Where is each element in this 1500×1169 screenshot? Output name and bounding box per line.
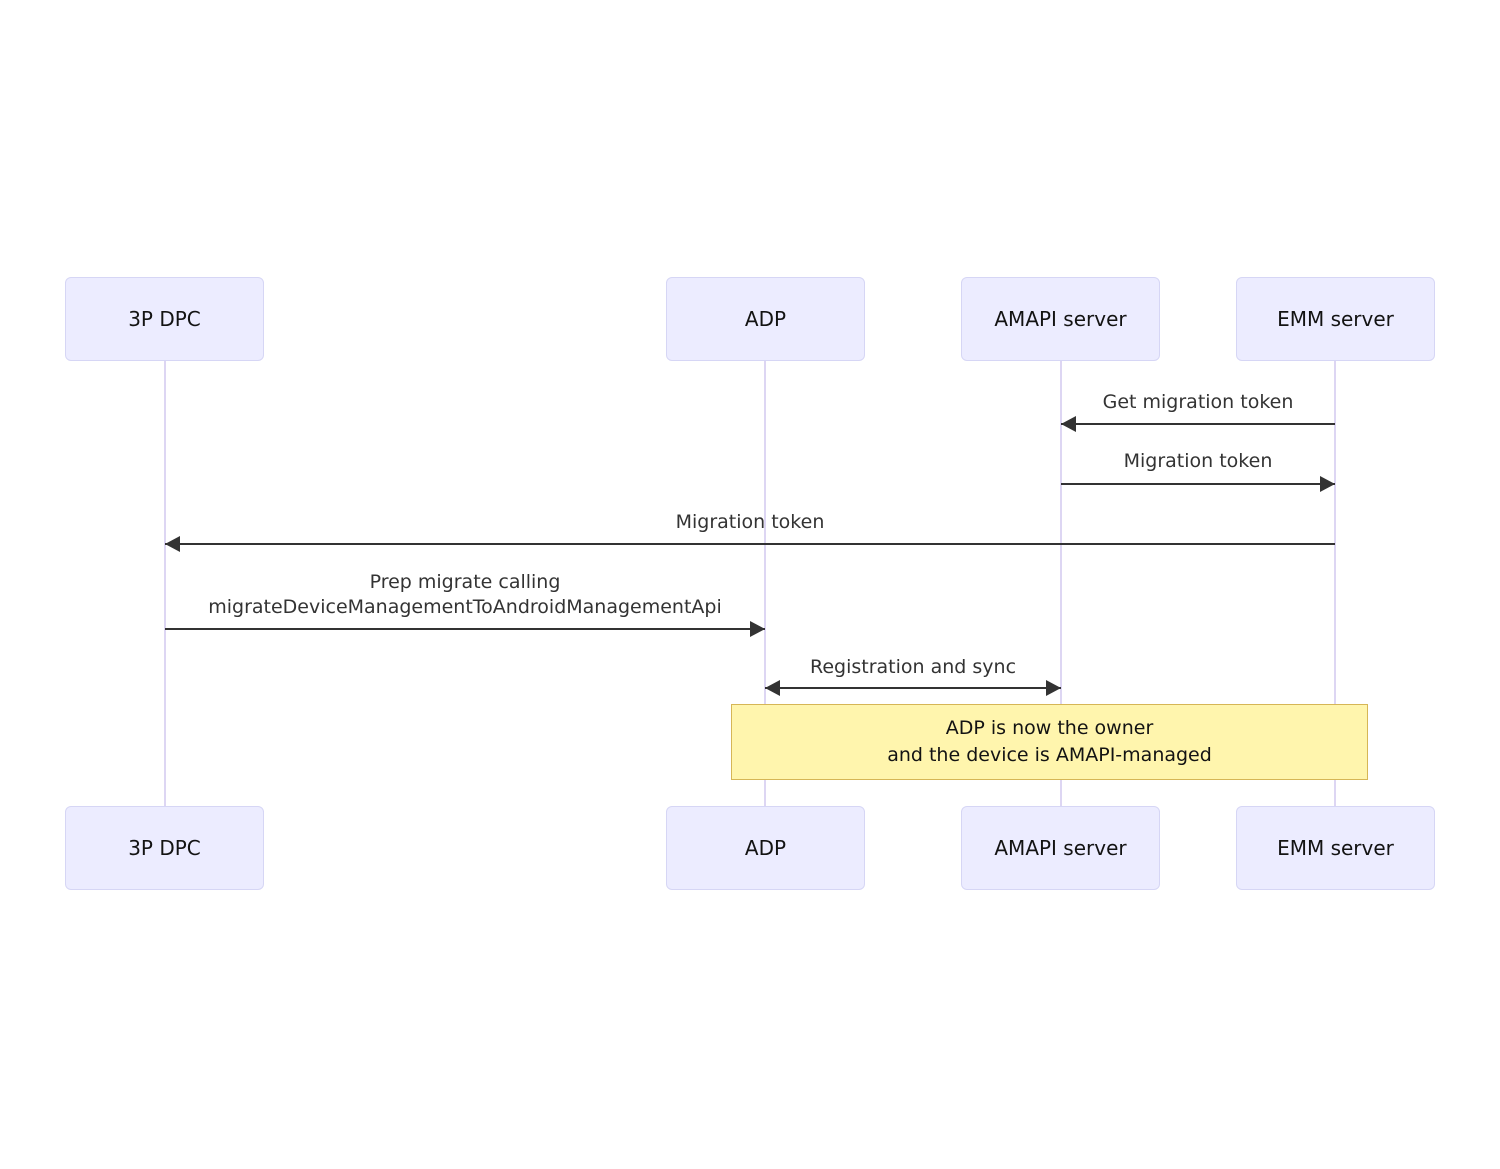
- actor-label-dpc: 3P DPC: [128, 836, 201, 860]
- actor-label-emm: EMM server: [1277, 307, 1394, 331]
- arrowhead-right-m5: [1046, 680, 1061, 696]
- lifeline-emm: [1334, 361, 1336, 806]
- actor-label-amapi: AMAPI server: [994, 307, 1127, 331]
- arrowhead-right-m2: [1320, 476, 1335, 492]
- actor-box-emm-top[interactable]: EMM server: [1236, 277, 1435, 361]
- message-line-m2: [1061, 483, 1335, 485]
- arrowhead-right-m4: [750, 621, 765, 637]
- message-line-m1: [1061, 423, 1335, 425]
- actor-label-amapi: AMAPI server: [994, 836, 1127, 860]
- note-text-n1: ADP is now the owner and the device is A…: [887, 717, 1212, 766]
- note-box-n1: ADP is now the owner and the device is A…: [731, 704, 1368, 780]
- message-label-m2: Migration token: [1123, 450, 1273, 472]
- actor-label-adp: ADP: [744, 836, 787, 860]
- message-label-m5: Registration and sync: [809, 656, 1017, 678]
- lifeline-adp: [764, 361, 766, 806]
- message-label-m4: Prep migrate calling migrateDeviceManage…: [208, 571, 722, 618]
- arrowhead-left-m1: [1061, 416, 1076, 432]
- message-line-m3: [165, 543, 1335, 545]
- actor-box-amapi-bottom[interactable]: AMAPI server: [961, 806, 1160, 890]
- lifeline-dpc: [164, 361, 166, 806]
- lifeline-amapi: [1060, 361, 1062, 806]
- actor-label-adp: ADP: [744, 307, 787, 331]
- actor-box-adp-bottom[interactable]: ADP: [666, 806, 865, 890]
- message-line-m5: [765, 687, 1061, 689]
- arrowhead-left-m3: [165, 536, 180, 552]
- actor-box-emm-bottom[interactable]: EMM server: [1236, 806, 1435, 890]
- message-label-m3: Migration token: [675, 511, 825, 533]
- actor-label-dpc: 3P DPC: [128, 307, 201, 331]
- message-label-m1: Get migration token: [1102, 391, 1294, 413]
- actor-label-emm: EMM server: [1277, 836, 1394, 860]
- actor-box-adp-top[interactable]: ADP: [666, 277, 865, 361]
- actor-box-amapi-top[interactable]: AMAPI server: [961, 277, 1160, 361]
- actor-box-dpc-top[interactable]: 3P DPC: [65, 277, 264, 361]
- arrowhead-left-m5: [765, 680, 780, 696]
- actor-box-dpc-bottom[interactable]: 3P DPC: [65, 806, 264, 890]
- message-line-m4: [165, 628, 765, 630]
